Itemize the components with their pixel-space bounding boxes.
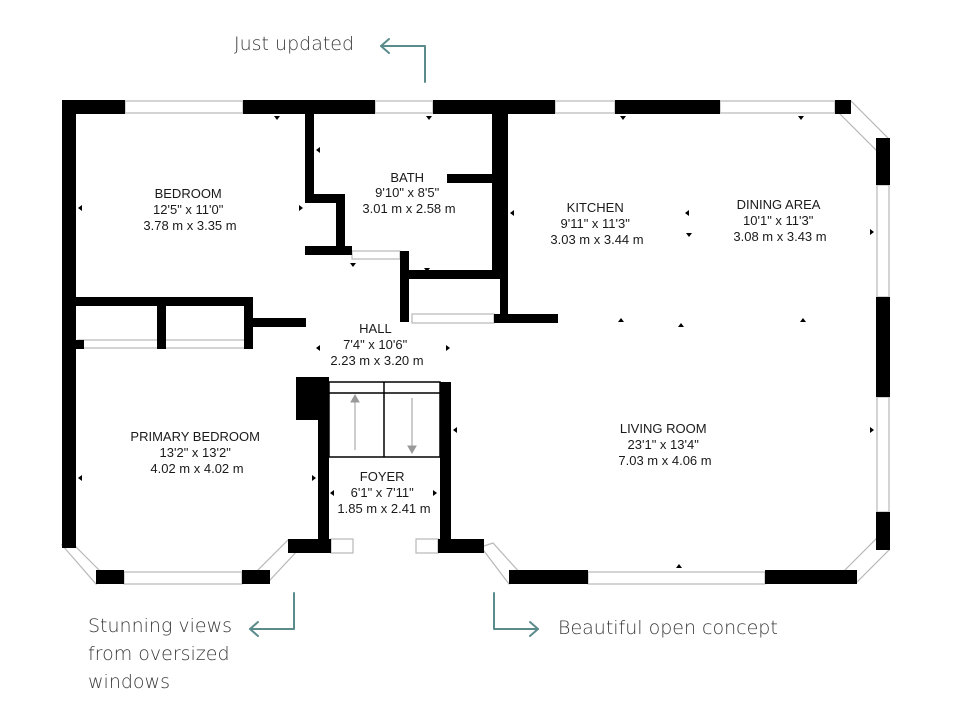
callout-stunning-views-line-2: from oversized [88, 643, 230, 665]
callout-just-updated: Just updated [234, 30, 354, 58]
room-label-foyer: FOYER 6'1" x 7'11" 1.85 m x 2.41 m [337, 469, 430, 516]
callout-open-concept-text: Beautiful open concept [558, 617, 778, 639]
callout-stunning-views-line-3: windows [88, 671, 170, 693]
room-label-bath: BATH 9'10" x 8'5" 3.01 m x 2.58 m [362, 170, 455, 216]
room-label-hall: HALL 7'4" x 10'6" 2.23 m x 3.20 m [330, 321, 423, 368]
walls [62, 100, 890, 584]
window-foyer-left [330, 538, 354, 554]
window-bath-hall [351, 250, 401, 260]
dimension-markers [78, 116, 874, 568]
arrow-stunning-views-icon [249, 592, 295, 637]
callout-stunning-views: Stunning views from oversized windows [88, 612, 232, 696]
room-label-kitchen: KITCHEN 9'11" x 11'3" 3.03 m x 3.44 m [550, 200, 643, 247]
window-hall [411, 313, 495, 324]
window-living-bottom [587, 571, 766, 585]
stair-arrows [350, 393, 417, 455]
callout-open-concept: Beautiful open concept [558, 614, 778, 642]
window-dining-top [719, 100, 836, 114]
window-primary-bottom [123, 571, 243, 585]
callout-just-updated-text: Just updated [234, 33, 355, 55]
window-bedroom-top [124, 100, 244, 114]
window-right-lower [876, 396, 890, 513]
window-right-upper [876, 184, 890, 298]
window-bath-top [374, 100, 434, 114]
callout-stunning-views-line-1: Stunning views [88, 615, 233, 637]
room-label-living-room: LIVING ROOM 23'1" x 13'4" 7.03 m x 4.06 … [618, 421, 711, 468]
window-foyer-right [415, 538, 439, 554]
windows [60, 100, 890, 585]
room-label-dining-area: DINING AREA 10'1" x 11'3" 3.08 m x 3.43 … [733, 197, 826, 244]
room-label-bedroom: BEDROOM 12'5" x 11'0" 3.78 m x 3.35 m [143, 186, 236, 233]
staircase [328, 381, 441, 458]
arrow-open-concept-icon [493, 592, 539, 637]
room-labels: BEDROOM 12'5" x 11'0" 3.78 m x 3.35 m BA… [130, 170, 826, 516]
arrow-just-updated-icon [380, 38, 426, 83]
window-kitchen-top [554, 100, 616, 114]
callout-arrows [249, 38, 539, 637]
room-label-primary-bedroom: PRIMARY BEDROOM 13'2" x 13'2" 4.02 m x 4… [130, 429, 263, 476]
